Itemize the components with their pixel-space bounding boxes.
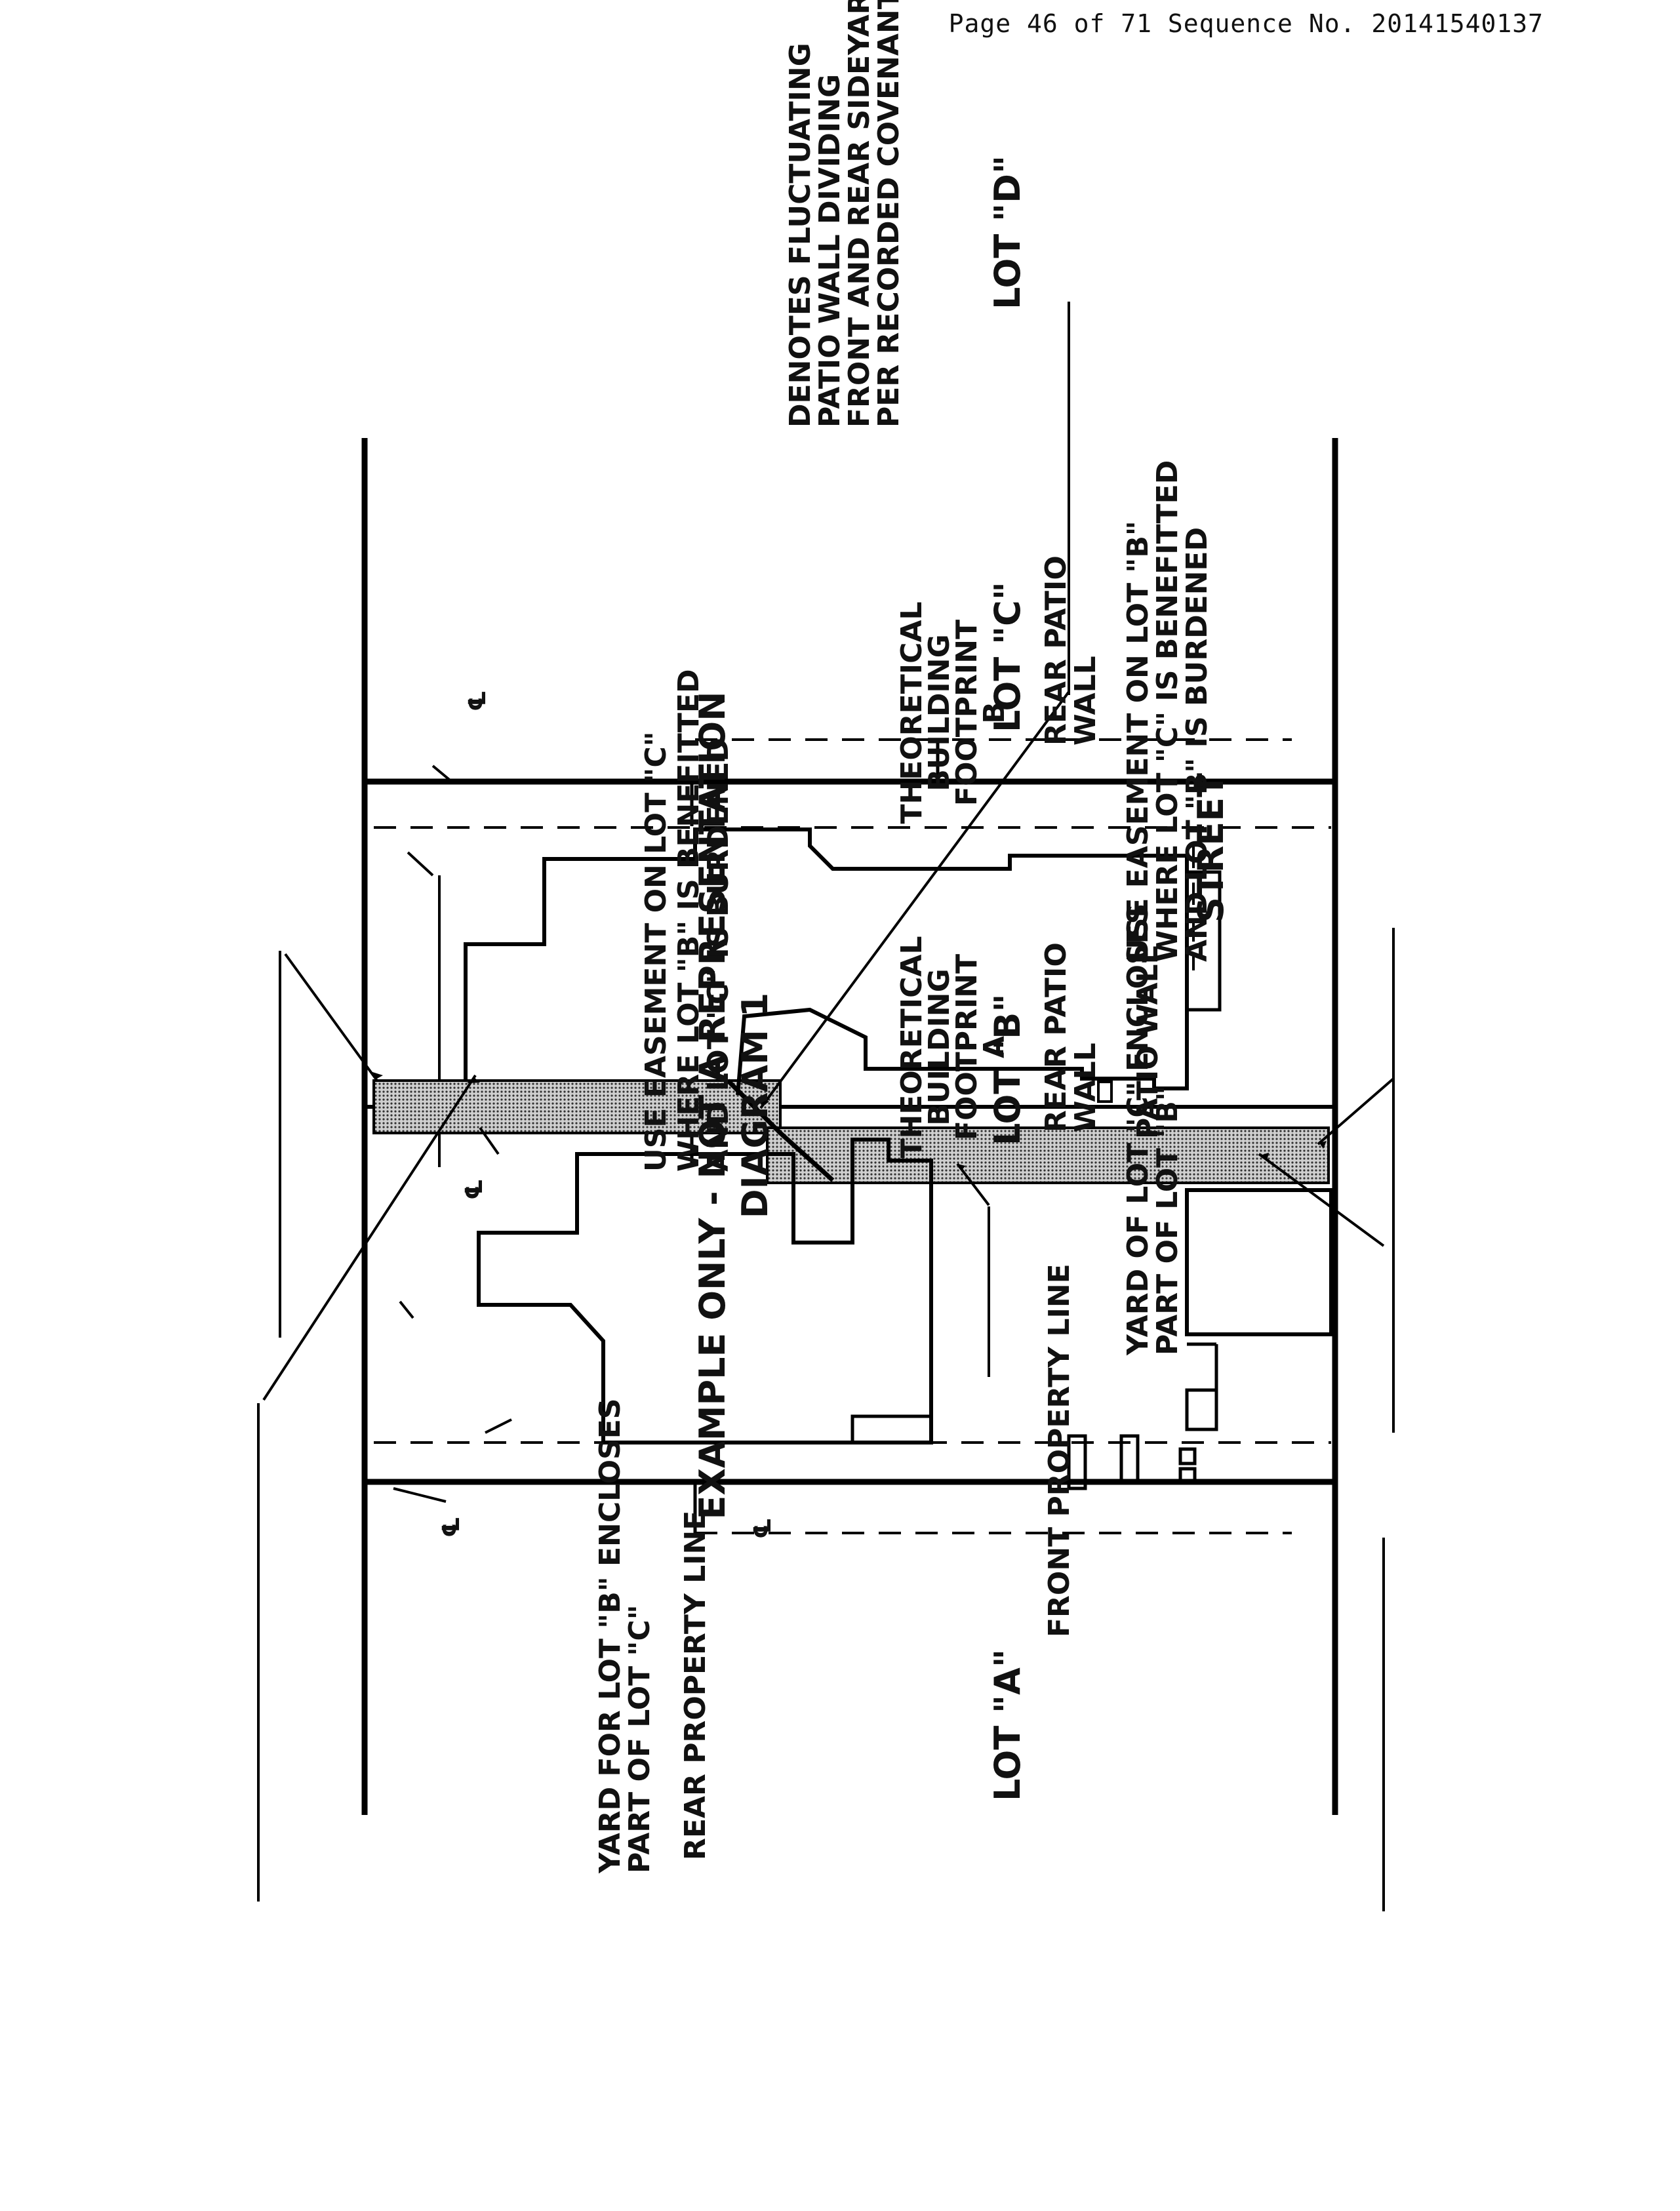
footprint-a-2: BUILDING [923, 968, 956, 1126]
building-footprint-a [477, 1138, 933, 1444]
yard-b-line-2: PART OF LOT "C" [623, 1604, 656, 1873]
footprint-a-4: A [978, 1036, 1011, 1058]
patio-wall-label: PATIO WALL [1131, 946, 1165, 1139]
shaded-easement-front [766, 1126, 1330, 1184]
building-footprint-b [464, 827, 1189, 1096]
lot-b-label: LOT "B" [987, 994, 1028, 1145]
shaded-easement-rear [372, 1079, 782, 1134]
easement-c-line-3: AND LOT "C" IS BURDENED [702, 738, 735, 1172]
footprint-a-1: THEORETICAL [895, 936, 929, 1158]
easement-b-line-1: USE EASEMENT ON LOT "B" [1121, 521, 1155, 962]
fluctuating-patio-wall [726, 1079, 835, 1182]
easement-c-line-1: USE EASEMENT ON LOT "C" [639, 731, 673, 1172]
rear-patio-wall-b-1: REAR PATIO [1039, 555, 1073, 746]
centerline-mark-3: ℄ [461, 1179, 488, 1200]
yard-b-line-1: YARD FOR LOT "B" ENCLOSES [593, 1399, 627, 1874]
centerline-mark-1: ℄ [750, 1518, 776, 1539]
footprint-b-2: BUILDING [923, 634, 956, 791]
lot-a-label: LOT "A" [987, 1649, 1028, 1801]
lot-c-label: LOT "C" [987, 582, 1028, 732]
front-property-line-label: FRONT PROPERTY LINE [1043, 1264, 1076, 1637]
rear-patio-wall-a-2: WALL [1069, 1043, 1102, 1132]
fluctuating-line-4: PER RECORDED COVENANT [872, 0, 906, 428]
fluctuating-line-3: FRONT AND REAR SIDEYARD [843, 0, 876, 428]
leader-lines [262, 690, 1395, 1434]
easement-b-line-3: AND LOT "B" IS BURDENED [1180, 527, 1214, 962]
footprint-b-3: FOOTPRINT [950, 620, 984, 806]
street-label: STREET [1190, 773, 1231, 923]
footprint-b-4: B [978, 702, 1011, 724]
footprint-a-3: FOOTPRINT [950, 954, 984, 1140]
easement-c-line-2: WHERE LOT "B" IS BENEFITTED [672, 669, 706, 1172]
rear-patio-wall-b-2: WALL [1069, 656, 1102, 746]
fluctuating-line-1: DENOTES FLUCTUATING [784, 43, 817, 428]
page-header: Page 46 of 71 Sequence No. 20141540137 [948, 9, 1544, 38]
fluctuating-line-2: PATIO WALL DIVIDING [813, 74, 847, 428]
easement-b-line-2: WHERE LOT "C" IS BENEFITTED [1151, 460, 1184, 962]
yard-c-line-2: PART OF LOT "B" [1151, 1086, 1184, 1355]
centerline-mark-2: ℄ [438, 1517, 465, 1538]
rear-patio-wall-a-1: REAR PATIO [1039, 942, 1073, 1132]
yard-c-line-1: YARD OF LOT "C" ENCLOSES [1121, 904, 1155, 1356]
footprint-b-1: THEORETICAL [895, 601, 929, 824]
rear-property-line-label: REAR PROPERTY LINE [679, 1511, 712, 1860]
diagram-subtitle: EXAMPLE ONLY - NOT A REPRESENTATION [692, 691, 733, 1519]
garage-lot-b [1185, 1188, 1333, 1336]
lot-d-label: LOT "D" [987, 155, 1028, 309]
diagram-title: DIAGRAM 1 [734, 993, 776, 1219]
centerline-mark-4: ℄ [464, 690, 491, 711]
